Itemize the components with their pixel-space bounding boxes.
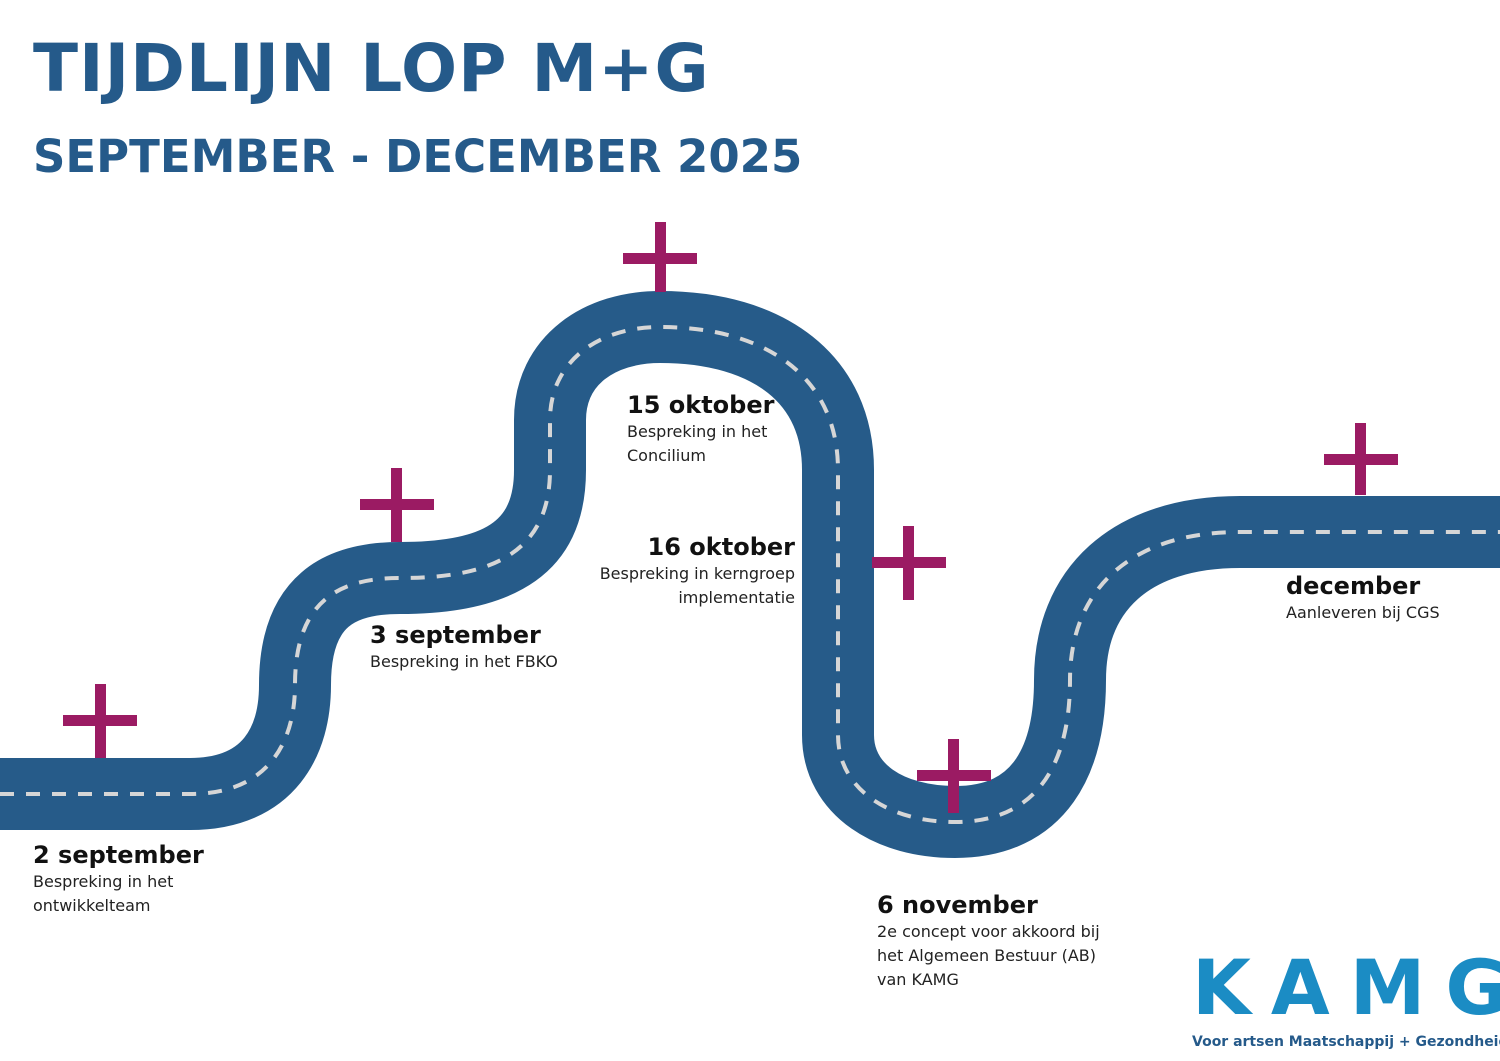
- milestone-description: Bespreking in het FBKO: [370, 652, 558, 671]
- plus-marker-icon: [872, 526, 946, 600]
- milestone-description: Bespreking in kerngroep implementatie: [599, 564, 795, 607]
- milestone-15-oktober: 15 oktober Bespreking in het Concilium: [627, 390, 774, 468]
- plus-marker-icon: [623, 222, 697, 292]
- plus-marker-icon: [63, 684, 137, 758]
- plus-marker-icon: [917, 739, 991, 813]
- logo-tagline: Voor artsen Maatschappij + Gezondheid: [1192, 1034, 1500, 1050]
- milestone-description: 2e concept voor akkoord bij het Algemeen…: [877, 922, 1100, 989]
- milestone-3-september: 3 september Bespreking in het FBKO: [370, 620, 558, 674]
- milestone-date: december: [1286, 572, 1421, 600]
- milestone-description: Aanleveren bij CGS: [1286, 603, 1440, 622]
- milestone-16-oktober: 16 oktober Bespreking in kerngroep imple…: [600, 532, 795, 610]
- milestone-date: 3 september: [370, 621, 541, 649]
- milestone-description: Bespreking in het Concilium: [627, 422, 768, 465]
- milestone-date: 16 oktober: [647, 533, 795, 561]
- plus-marker-icon: [1324, 423, 1398, 495]
- milestone-december: december Aanleveren bij CGS: [1286, 571, 1440, 625]
- page-title: TIJDLIJN LOP M+G: [33, 30, 710, 107]
- milestone-date: 15 oktober: [627, 391, 775, 419]
- road-center-line: [0, 324, 1500, 825]
- page-subtitle: SEPTEMBER - DECEMBER 2025: [33, 130, 803, 183]
- milestone-date: 6 november: [877, 891, 1038, 919]
- milestone-6-november: 6 november 2e concept voor akkoord bij h…: [877, 890, 1100, 992]
- milestone-date: 2 september: [33, 841, 204, 869]
- milestone-description: Bespreking in het ontwikkelteam: [33, 872, 174, 915]
- logo-wordmark: KAMG: [1192, 943, 1500, 1032]
- kamg-logo: KAMG Voor artsen Maatschappij + Gezondhe…: [1192, 943, 1500, 1051]
- milestone-2-september: 2 september Bespreking in het ontwikkelt…: [33, 840, 204, 918]
- plus-marker-icon: [360, 468, 434, 542]
